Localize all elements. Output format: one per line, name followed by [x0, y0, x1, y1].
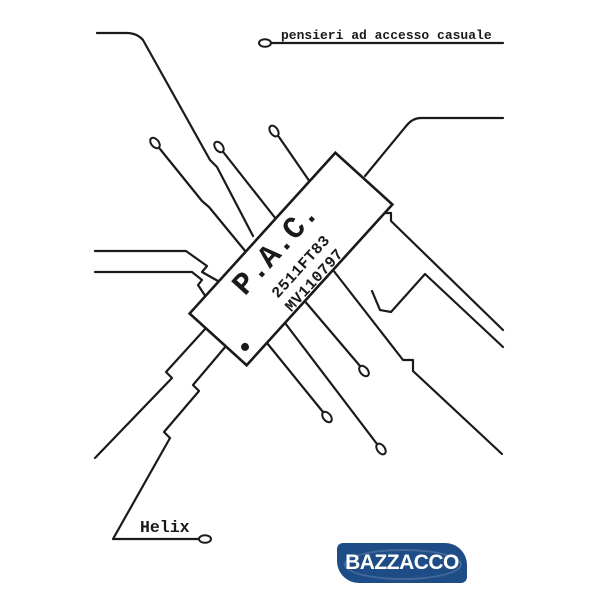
trace-bottom-right-long	[331, 268, 504, 456]
logo-ring-icon	[344, 549, 462, 580]
trace-peak	[370, 272, 505, 349]
chip-body	[187, 150, 395, 368]
terminal-node-icon	[213, 140, 225, 154]
tagline-text: pensieri ad accesso casuale	[281, 28, 492, 43]
pin-one-dot-icon	[241, 342, 250, 351]
brand-logo[interactable]: BAZZACCO	[337, 543, 467, 583]
trace-top-left	[95, 31, 255, 238]
trace-right-45	[383, 211, 505, 332]
trace-helix	[111, 344, 228, 541]
trace-left-horizontal-1	[93, 249, 220, 283]
terminal-node-icon	[358, 364, 370, 378]
chip: P.A.C. 2511FT83 MV110797	[187, 150, 395, 368]
trace-stub-6	[283, 321, 379, 446]
terminal-node-icon	[268, 124, 280, 138]
terminal-node-icon	[321, 410, 333, 424]
terminal-node-icon	[149, 136, 161, 150]
terminal-node-icon	[198, 534, 212, 544]
trace-stub-2	[222, 151, 278, 221]
trace-stub-5	[301, 297, 362, 368]
terminal-node-icon	[375, 442, 387, 456]
trace-left-horizontal-2	[93, 270, 208, 299]
trace-stub-4	[265, 341, 325, 414]
helix-label: Helix	[140, 518, 190, 537]
brand-logo-label: BAZZACCO	[345, 551, 459, 574]
trace-stub-3	[158, 147, 248, 254]
trace-bottom-left	[93, 326, 208, 460]
trace-stub-1	[277, 135, 312, 184]
trace-top-right	[363, 116, 505, 178]
terminal-node-icon	[258, 38, 272, 48]
